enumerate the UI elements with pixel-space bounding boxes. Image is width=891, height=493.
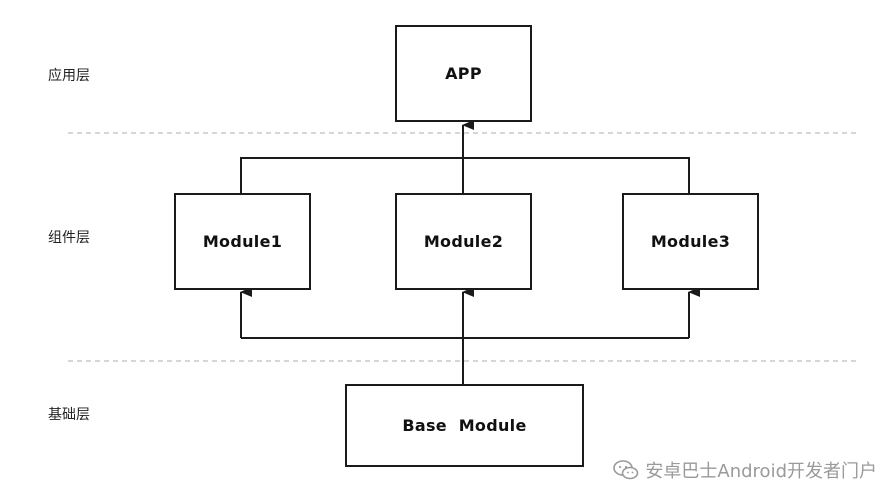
module1-box-label: Module1 xyxy=(202,232,283,251)
layer-label-base: 基础层 xyxy=(48,407,90,423)
module3-box-label: Module3 xyxy=(650,232,731,251)
base-module-box: Base Module xyxy=(345,384,584,467)
module3-box: Module3 xyxy=(622,193,759,290)
layer-label-app: 应用层 xyxy=(48,68,90,84)
app-box-label: APP xyxy=(445,64,482,83)
watermark: 安卓巴士Android开发者门户 xyxy=(613,457,877,483)
layer-label-component: 组件层 xyxy=(48,230,90,246)
wechat-icon xyxy=(613,460,639,480)
module2-box: Module2 xyxy=(395,193,532,290)
app-box: APP xyxy=(395,25,532,122)
module1-box: Module1 xyxy=(174,193,311,290)
module2-box-label: Module2 xyxy=(423,232,504,251)
connector-module1-to-bus xyxy=(240,157,690,193)
watermark-text: 安卓巴士Android开发者门户 xyxy=(645,461,877,482)
base-module-box-label: Base Module xyxy=(402,416,527,435)
